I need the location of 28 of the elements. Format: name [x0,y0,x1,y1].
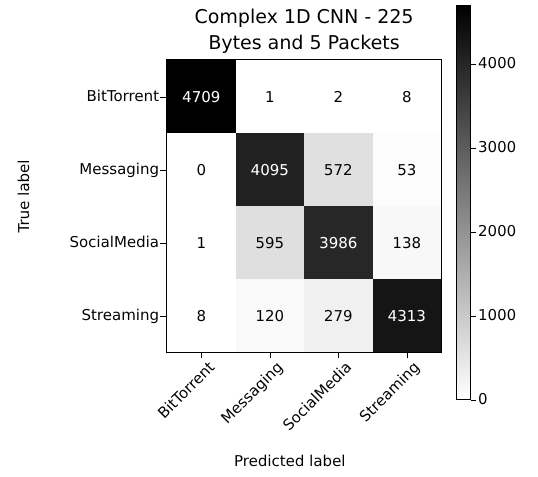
chart-title: Complex 1D CNN - 225 Bytes and 5 Packets [193,5,415,56]
cell-value: 4313 [388,306,426,324]
colorbar-label: 2000 [478,222,516,240]
cell-value: 4095 [250,160,289,178]
row-label: BitTorrent [86,86,159,104]
cell-value: 8 [402,88,412,106]
axis-label: True label [15,160,33,232]
cell-value: 2 [333,88,344,106]
cell-value: 0 [196,160,206,178]
cell-value: 4709 [182,88,220,106]
colorbar-label: 1000 [478,306,516,324]
cell-value: 572 [324,160,353,178]
axis-label: Predicted label [234,452,346,470]
cell-value: 120 [255,306,284,324]
colorbar-label: 4000 [478,54,516,72]
cell-value: 3986 [319,234,358,252]
row-label: Streaming [82,306,159,324]
cell-value: 8 [196,306,206,324]
cell-value: 279 [324,306,353,324]
cell-value: 595 [255,234,284,252]
row-label: Messaging [79,160,159,178]
cell-value: 53 [397,160,416,178]
cell-value: 1 [264,88,275,106]
cell-value: 1 [196,234,206,252]
cell-value: 138 [392,234,422,252]
colorbar-label: 3000 [478,138,516,156]
row-label: SocialMedia [69,232,159,250]
colorbar-label: 0 [478,390,488,408]
